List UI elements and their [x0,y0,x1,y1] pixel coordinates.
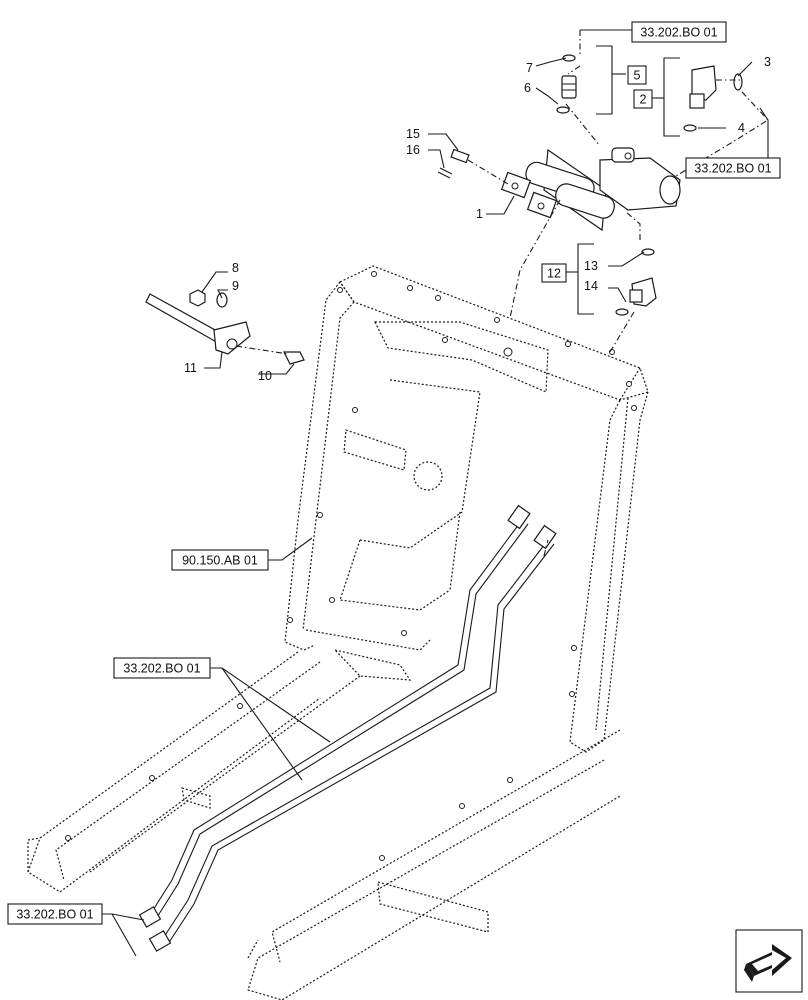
pedal-shaft [145,289,305,365]
kit-number: 5 [634,69,641,83]
item-3[interactable]: 3 [764,55,771,69]
item-15[interactable]: 15 [406,127,420,141]
lower-elbow-fitting [615,248,657,316]
master-cylinder [500,147,681,232]
reference-text: 33.202.BO 01 [694,162,771,176]
reference-label-mid[interactable]: 33.202.BO 01 [113,657,211,679]
clevis-pin [437,148,470,179]
reference-text: 90.150.AB 01 [182,554,258,568]
kit-box-2[interactable]: 2 [633,89,653,109]
reference-text: 33.202.BO 01 [640,26,717,40]
item-8[interactable]: 8 [232,261,239,275]
o-ring-item-6b [556,106,570,114]
brake-lines [138,504,557,952]
o-ring-item-7 [562,54,576,62]
kit-number: 12 [547,267,561,281]
reference-label-right[interactable]: 33.202.BO 01 [685,157,781,179]
elbow-fitting [683,65,743,132]
item-10[interactable]: 10 [258,369,272,383]
kit-box-5[interactable]: 5 [627,65,647,85]
reference-text: 33.202.BO 01 [16,908,93,922]
kit-box-12[interactable]: 12 [541,263,567,283]
next-page-arrow-icon[interactable] [735,929,803,993]
kit-number: 2 [640,93,647,107]
item-13[interactable]: 13 [584,259,598,273]
frame-holes [65,271,637,861]
item-11[interactable]: 11 [184,361,197,375]
line-fitting-upper-right [533,524,557,550]
line-fitting-upper-left [507,504,531,530]
item-numbers: 7 6 3 4 15 16 1 13 14 8 9 11 10 [184,55,771,383]
item-1[interactable]: 1 [476,207,483,221]
reference-label-bottom[interactable]: 33.202.BO 01 [7,903,103,925]
line-fitting-lower-2 [148,930,172,952]
reference-label-top[interactable]: 33.202.BO 01 [631,21,727,43]
reference-label-frame[interactable]: 90.150.AB 01 [171,549,269,571]
item-14[interactable]: 14 [584,279,598,293]
leader-lines [100,29,769,957]
item-9[interactable]: 9 [232,279,239,293]
item-7[interactable]: 7 [526,61,533,75]
reference-text: 33.202.BO 01 [123,662,200,676]
line-fitting-lower-1 [138,906,162,928]
item-16[interactable]: 16 [406,143,420,157]
main-frame [27,265,649,1000]
item-4[interactable]: 4 [738,121,745,135]
item-6[interactable]: 6 [524,81,531,95]
fitting-item-6 [561,75,577,99]
